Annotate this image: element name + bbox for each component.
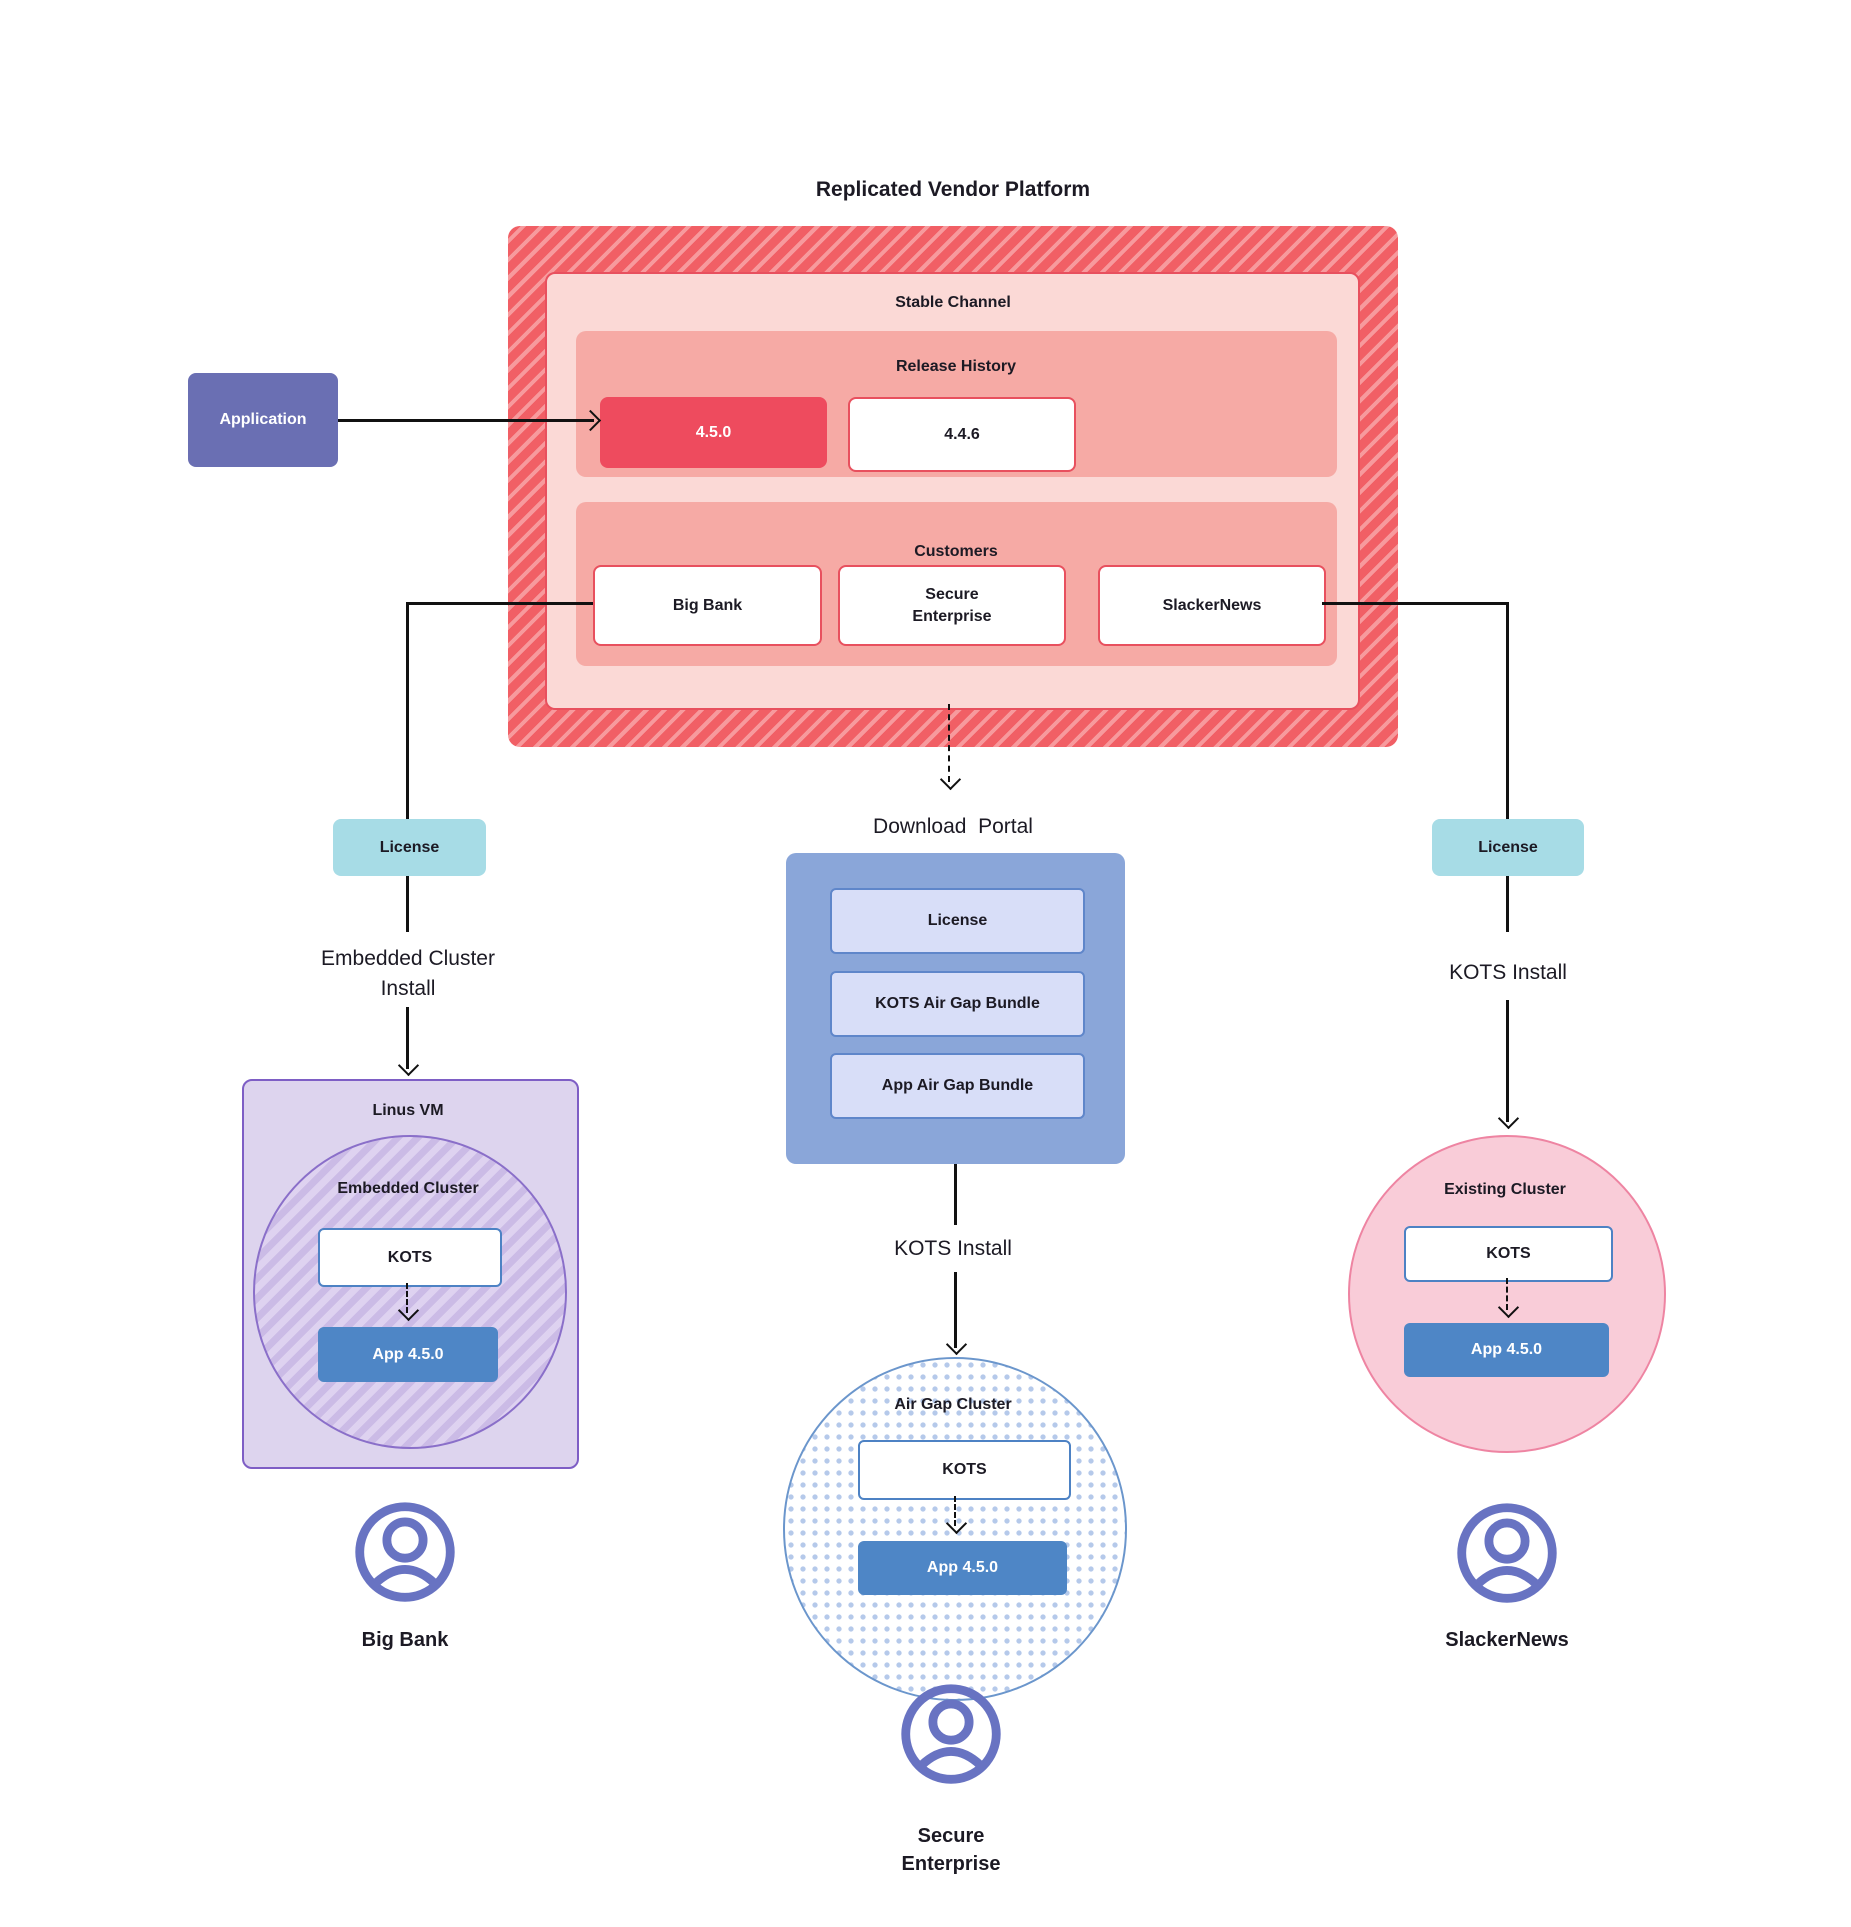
person-icon bbox=[352, 1499, 458, 1605]
app-node-left: App 4.5.0 bbox=[318, 1327, 498, 1382]
kots-install-label-right: KOTS Install bbox=[1449, 961, 1567, 984]
kots-install-label-center: KOTS Install bbox=[894, 1237, 1012, 1260]
connector-slackernews-elbow-h bbox=[1322, 602, 1508, 605]
arrowhead-install-to-vm bbox=[397, 1054, 420, 1077]
app-node-center: App 4.5.0 bbox=[858, 1541, 1067, 1595]
person-icon bbox=[898, 1681, 1004, 1787]
arrowhead-secure-to-portal bbox=[939, 768, 962, 791]
connector-install-to-existing bbox=[1506, 1000, 1509, 1122]
connector-kots-to-app-left bbox=[406, 1283, 408, 1313]
stable-channel-label: Stable Channel bbox=[895, 294, 1011, 311]
kots-node-right: KOTS bbox=[1404, 1226, 1613, 1282]
app-node-right: App 4.5.0 bbox=[1404, 1323, 1609, 1377]
diagram-title: Replicated Vendor Platform bbox=[815, 178, 1091, 201]
download-portal-label: Download Portal bbox=[873, 815, 1033, 838]
portal-item-license: License bbox=[830, 888, 1085, 954]
connector-license-to-install-left bbox=[406, 876, 409, 932]
license-node-right: License bbox=[1432, 819, 1584, 876]
arrowhead-install-to-airgap bbox=[945, 1333, 968, 1356]
connector-portal-to-install bbox=[954, 1164, 957, 1225]
connector-license-to-install-right bbox=[1506, 876, 1509, 932]
arrowhead-install-to-existing bbox=[1497, 1107, 1520, 1130]
portal-item-app-airgap-bundle: App Air Gap Bundle bbox=[830, 1053, 1085, 1119]
kots-node-left: KOTS bbox=[318, 1228, 502, 1287]
connector-kots-to-app-center bbox=[954, 1496, 956, 1526]
air-gap-cluster-label: Air Gap Cluster bbox=[894, 1396, 1012, 1413]
connector-secure-to-portal bbox=[948, 704, 950, 782]
person-icon bbox=[1454, 1500, 1560, 1606]
customer-secure-enterprise: Secure Enterprise bbox=[838, 565, 1066, 646]
connector-bigbank-elbow-v bbox=[406, 602, 409, 819]
release-4-4-6: 4.4.6 bbox=[848, 397, 1076, 472]
connector-install-to-vm bbox=[406, 1007, 409, 1069]
secure-enterprise-name-label: Secure Enterprise bbox=[901, 1825, 1001, 1875]
connector-slackernews-elbow-v bbox=[1506, 602, 1509, 819]
embedded-cluster-install-label: Embedded Cluster Install bbox=[321, 947, 495, 1001]
kots-node-center: KOTS bbox=[858, 1440, 1071, 1500]
connector-bigbank-elbow-h bbox=[407, 602, 593, 605]
big-bank-name-label: Big Bank bbox=[361, 1629, 449, 1651]
customer-big-bank: Big Bank bbox=[593, 565, 822, 646]
customers-label: Customers bbox=[914, 543, 998, 560]
linus-vm-label: Linus VM bbox=[372, 1102, 444, 1119]
connector-application-to-release bbox=[338, 419, 594, 422]
embedded-cluster-circle bbox=[253, 1135, 567, 1449]
slackernews-name-label: SlackerNews bbox=[1445, 1629, 1569, 1651]
air-gap-cluster-circle bbox=[783, 1357, 1127, 1701]
release-history-label: Release History bbox=[895, 358, 1017, 375]
embedded-cluster-label: Embedded Cluster bbox=[337, 1180, 479, 1197]
customer-slackernews: SlackerNews bbox=[1098, 565, 1326, 646]
connector-install-to-airgap bbox=[954, 1272, 957, 1348]
license-node-left: License bbox=[333, 819, 486, 876]
application-node: Application bbox=[188, 373, 338, 467]
existing-cluster-label: Existing Cluster bbox=[1444, 1181, 1566, 1198]
portal-item-kots-airgap-bundle: KOTS Air Gap Bundle bbox=[830, 971, 1085, 1037]
connector-kots-to-app-right bbox=[1506, 1278, 1508, 1310]
release-4-5-0: 4.5.0 bbox=[600, 397, 827, 468]
